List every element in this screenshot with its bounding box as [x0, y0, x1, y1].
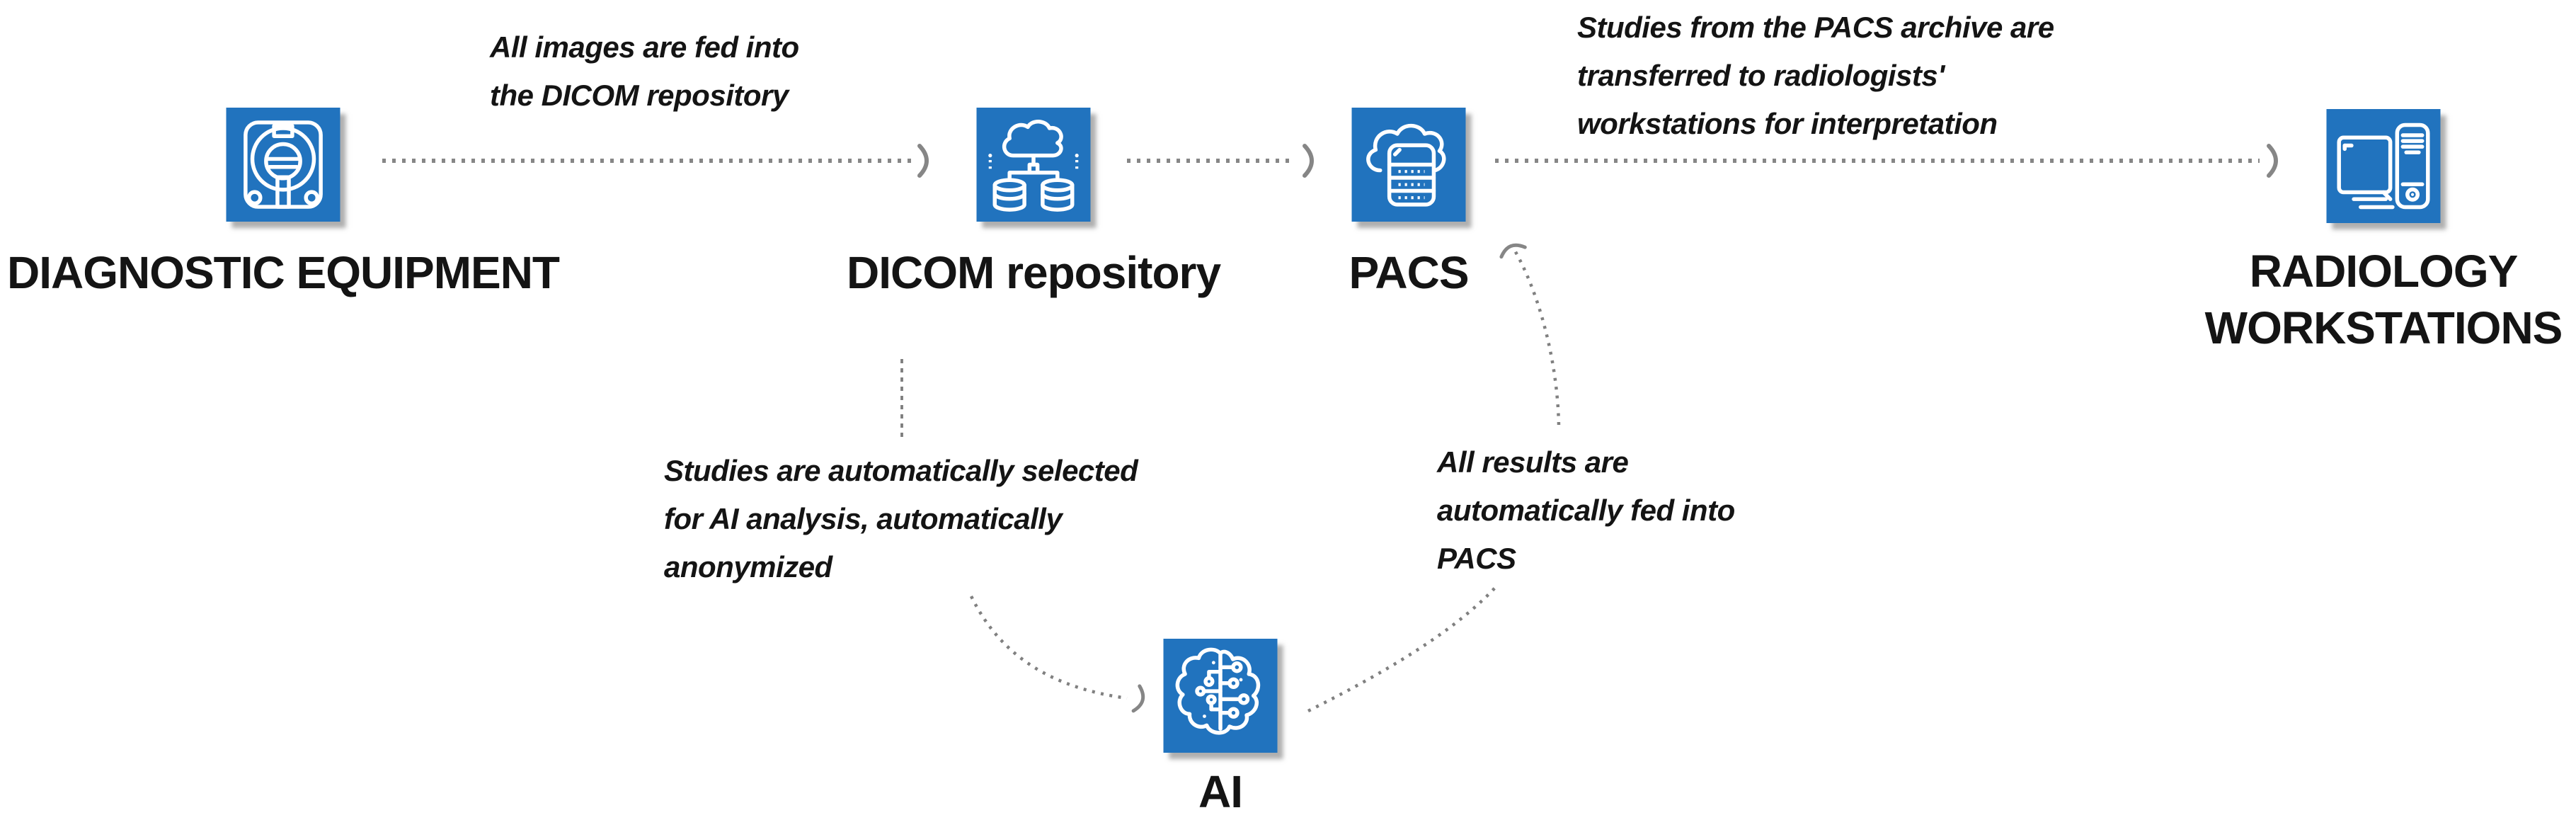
annotation-ai-to-pacs: All results are automatically fed into P… [1437, 438, 1735, 583]
annotation-line: automatically fed into [1437, 494, 1735, 527]
annotation-line: workstations for interpretation [1577, 107, 1998, 140]
annotation-line: PACS [1437, 542, 1516, 575]
node-label-ai: AI [1198, 764, 1243, 819]
annotation-dicom-to-ai: Studies are automatically selected for A… [664, 447, 1138, 591]
node-label-radiology-workstations: RADIOLOGY WORKSTATIONS [2205, 243, 2563, 356]
arrow-curve-to-ai [969, 596, 1128, 700]
node-label-line: AI [1198, 766, 1243, 817]
cloud-server-icon [1351, 108, 1466, 222]
workstation-computers-icon [2326, 109, 2441, 223]
arrowhead-to-dicom-icon [917, 144, 929, 178]
arrowhead-to-pacs-corner [1499, 243, 1527, 259]
arrowhead-to-ai-icon [1131, 684, 1145, 713]
node-label-line: PACS [1349, 247, 1469, 298]
annotation-images-to-dicom: All images are fed into the DICOM reposi… [490, 23, 799, 120]
arrowhead-to-workstations-icon [2267, 144, 2278, 178]
node-label-line: WORKSTATIONS [2204, 302, 2563, 353]
arrow-ai-to-pacs-lower [1307, 586, 1496, 713]
annotation-line: All images are fed into [490, 30, 799, 64]
node-label-line: DICOM repository [846, 247, 1221, 298]
annotation-line: All results are [1437, 445, 1629, 479]
annotation-line: for AI analysis, automatically [664, 502, 1063, 535]
annotation-line: transferred to radiologists' [1577, 59, 1945, 92]
node-label-pacs: PACS [1349, 245, 1469, 300]
cloud-databases-icon [976, 108, 1091, 222]
annotation-line: the DICOM repository [490, 79, 789, 112]
node-label-line: RADIOLOGY [2249, 246, 2519, 297]
arrow-ai-to-pacs-upper [1513, 249, 1561, 426]
node-label-diagnostic-equipment: DIAGNOSTIC EQUIPMENT [6, 245, 560, 300]
annotation-line: anonymized [664, 550, 832, 583]
ai-brain-circuit-icon [1163, 639, 1278, 753]
mri-scanner-icon [226, 108, 340, 222]
node-label-dicom-repository: DICOM repository [846, 245, 1221, 300]
node-label-line: DIAGNOSTIC EQUIPMENT [6, 247, 560, 298]
annotation-line: Studies from the PACS archive are [1577, 11, 2054, 44]
annotation-pacs-to-workstations: Studies from the PACS archive are transf… [1577, 4, 2054, 148]
arrowhead-to-pacs-icon [1303, 144, 1314, 178]
annotation-line: Studies are automatically selected [664, 454, 1138, 487]
